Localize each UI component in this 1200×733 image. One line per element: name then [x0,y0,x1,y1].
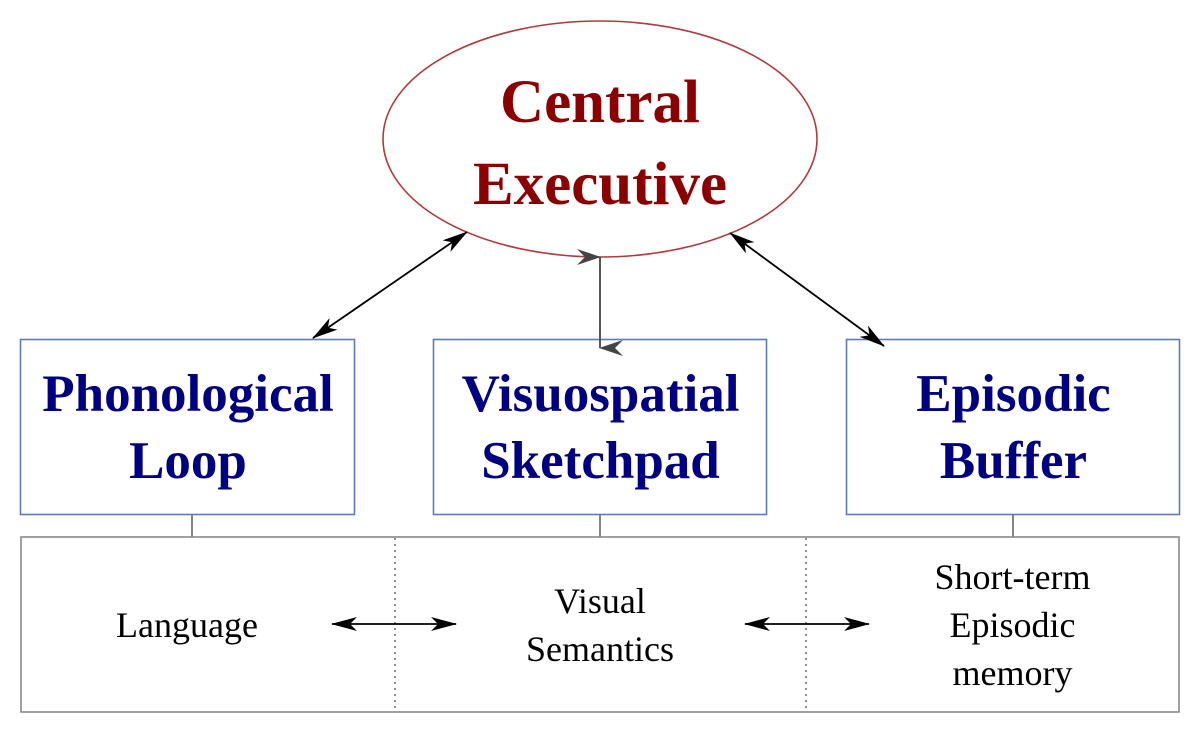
visuospatial-sketchpad-label: Visuospatial Sketchpad [433,340,768,515]
memory-episodic-line2: Episodic [949,604,1076,645]
arrow-executive-phonological [312,231,468,339]
visuospatial-sketchpad-line2: Sketchpad [481,431,720,490]
memory-language-label: Language [22,538,352,711]
episodic-buffer-label: Episodic Buffer [846,340,1181,515]
central-executive-line1: Central [500,69,700,136]
episodic-buffer-line2: Buffer [939,431,1088,490]
episodic-buffer-box [845,338,1181,516]
arrow-executive-episodic [729,232,885,347]
visuospatial-sketchpad-line1: Visuospatial [461,364,740,423]
memory-episodic-label: Short-term Episodic memory [810,538,1200,711]
memory-panel [20,536,1180,713]
memory-visual-semantics-label: Visual Semantics [400,538,800,711]
memory-episodic-line1: Short-term [934,556,1091,597]
memory-language-line1: Language [116,604,258,645]
memory-visual-semantics-line1: Visual [554,580,646,621]
phonological-loop-line1: Phonological [42,364,334,423]
memory-visual-semantics-line2: Semantics [526,628,674,669]
central-executive-line2: Executive [472,151,728,218]
central-executive-label: Central Executive [383,58,817,230]
phonological-loop-line2: Loop [129,431,247,490]
phonological-loop-box [19,338,356,516]
memory-episodic-line3: memory [952,652,1073,693]
episodic-buffer-line1: Episodic [916,364,1111,423]
phonological-loop-label: Phonological Loop [20,340,356,515]
